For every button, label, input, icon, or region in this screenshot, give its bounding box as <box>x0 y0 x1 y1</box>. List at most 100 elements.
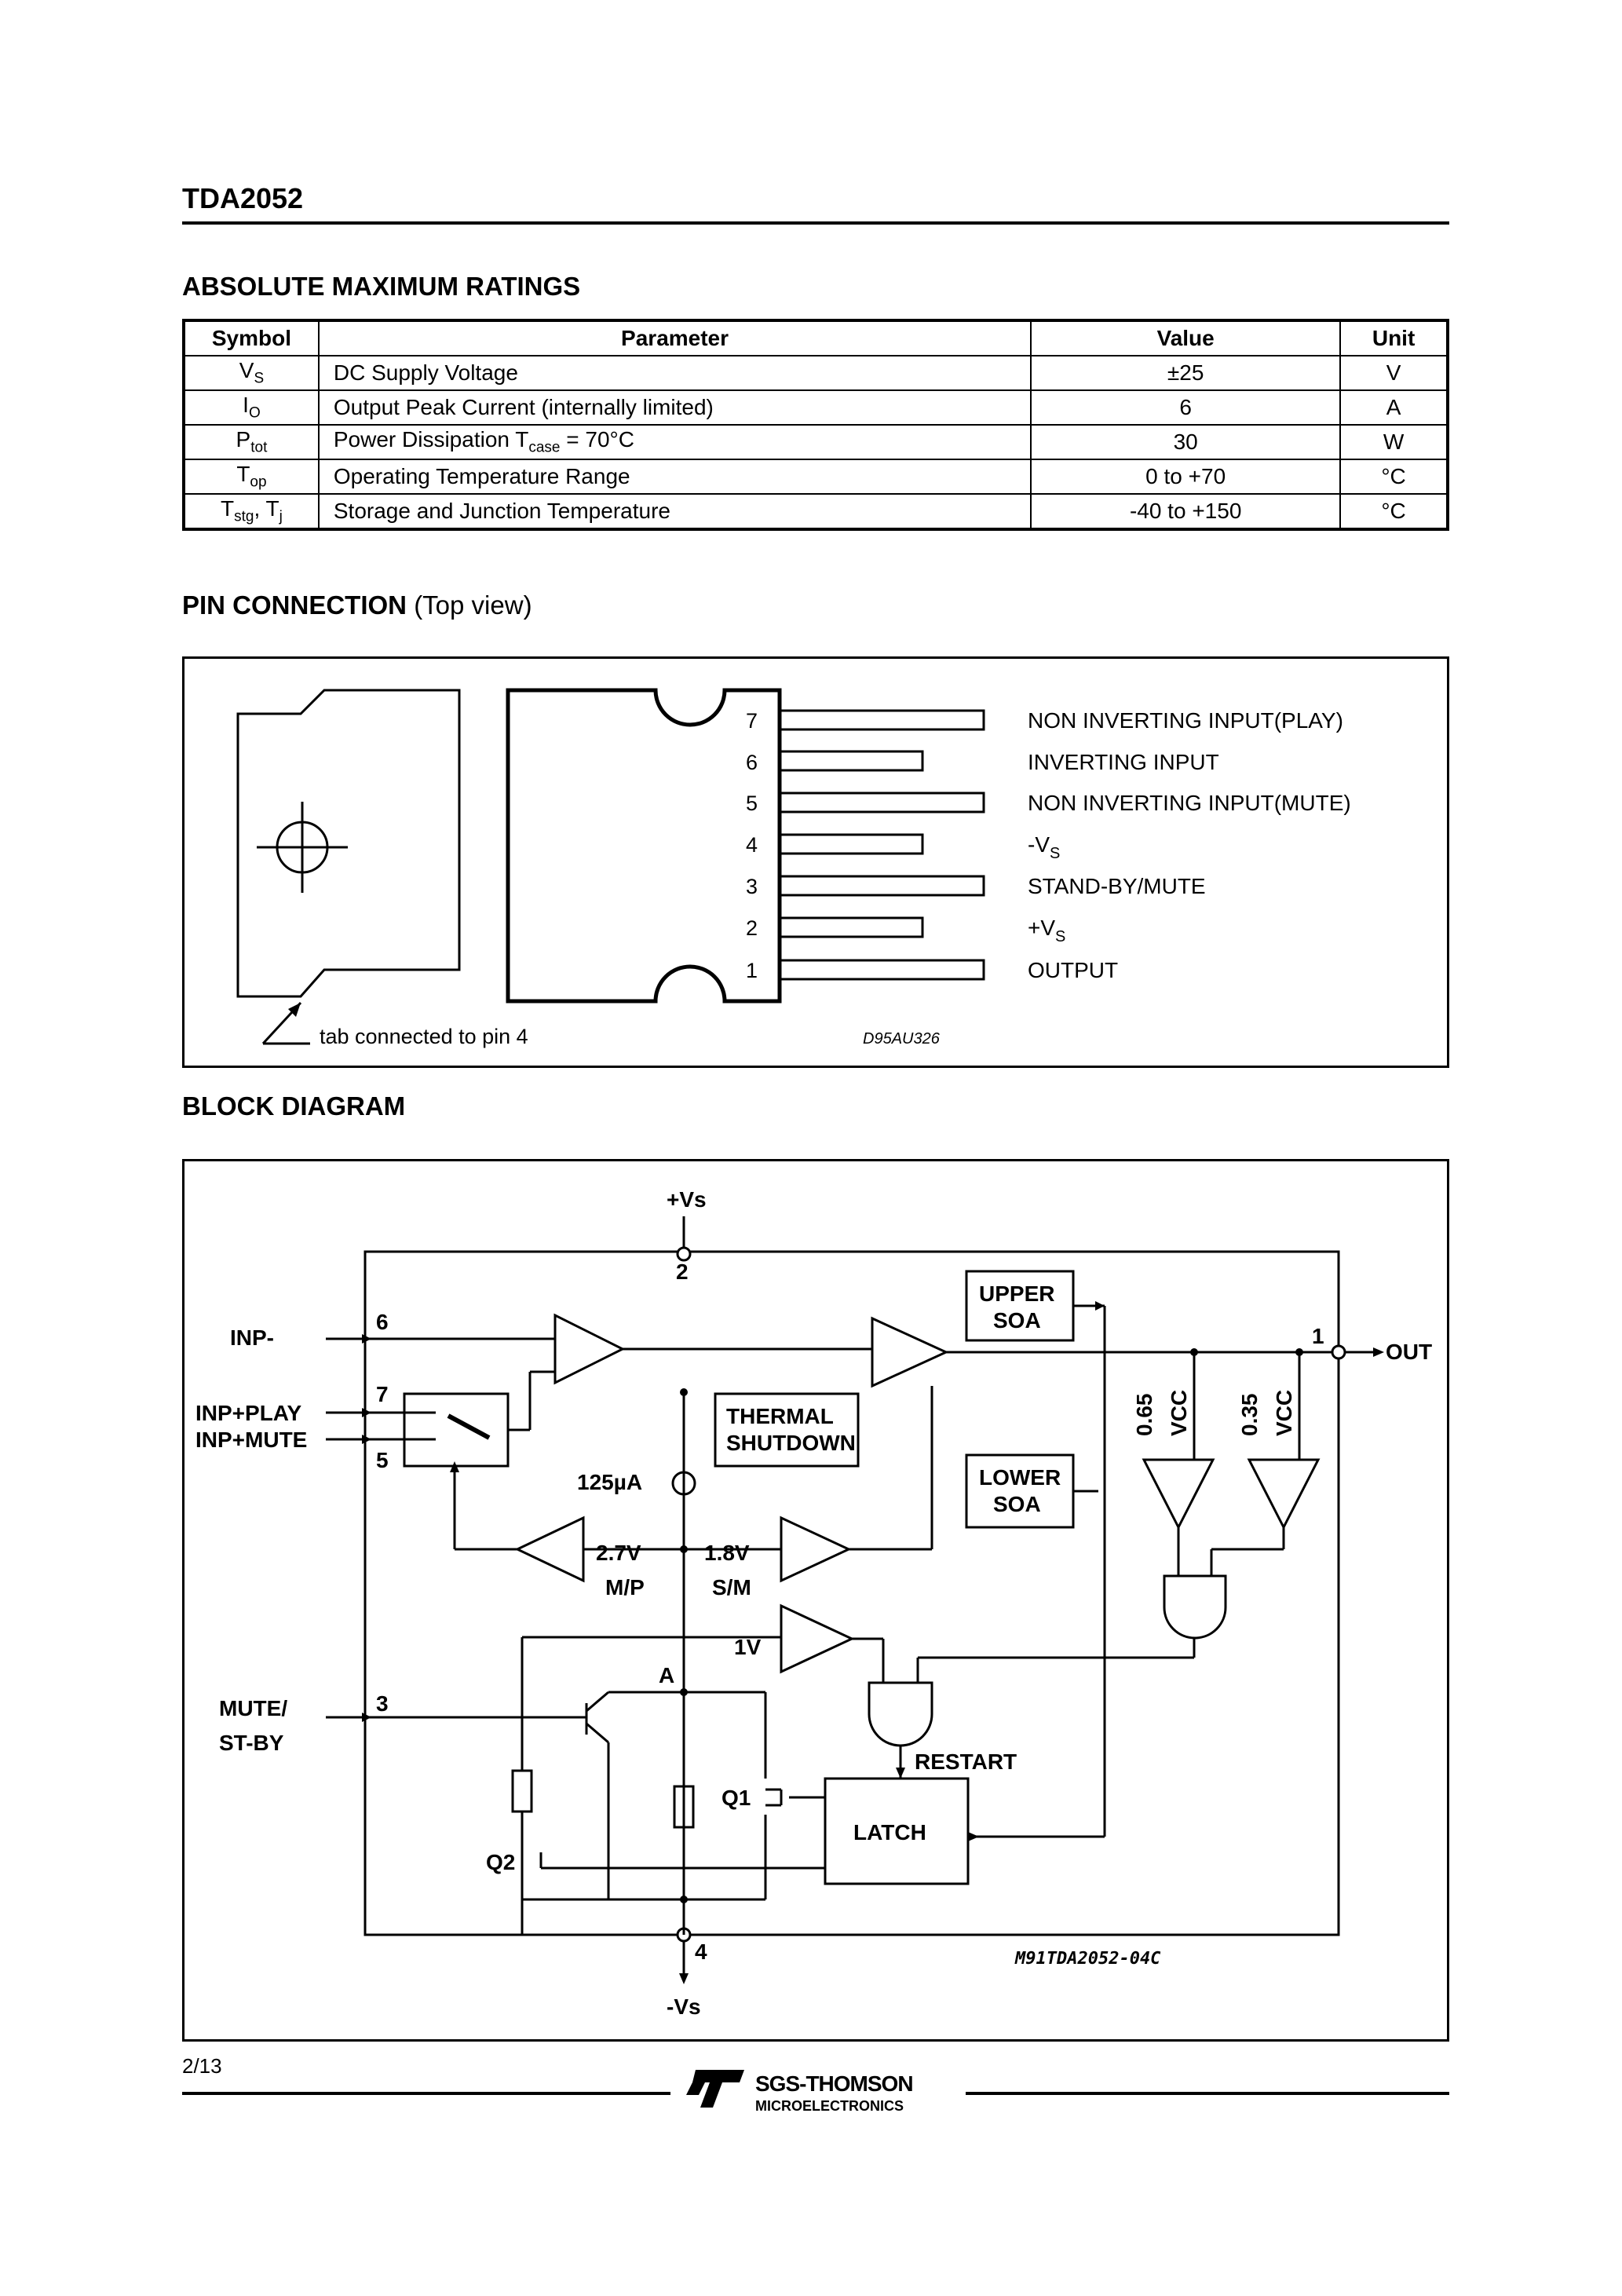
pin-number: 6 <box>746 751 758 774</box>
parameter-cell: Output Peak Current (internally limited) <box>317 389 1032 426</box>
pin-number: 2 <box>746 916 758 940</box>
package-body-outline <box>506 688 782 1004</box>
supply-neg-label: -Vs <box>667 1994 701 2019</box>
pin-label: STAND-BY/MUTE <box>1028 874 1206 898</box>
out-label: OUT <box>1386 1340 1432 1364</box>
parameter-cell: DC Supply Voltage <box>317 355 1032 391</box>
restart-label: RESTART <box>915 1749 1017 1774</box>
threshold-label: S/M <box>712 1575 751 1600</box>
pin-label: 3 <box>376 1691 389 1716</box>
pin-connection-diagram: 7 6 5 4 3 2 1 NON INVERTING INPUT(PLAY) … <box>236 688 1351 1048</box>
upper-soa-label: UPPER <box>979 1281 1054 1306</box>
comparator-035-triangle <box>1247 1458 1321 1530</box>
pin-label: 4 <box>695 1940 707 1964</box>
input-switch-box <box>403 1392 510 1468</box>
pin-label: 6 <box>376 1310 389 1334</box>
pin-label: 2 <box>676 1260 689 1284</box>
column-header: Value <box>1030 320 1342 356</box>
header-divider <box>182 221 1449 225</box>
value-cell: 30 <box>1030 424 1342 460</box>
pin-label: NON INVERTING INPUT(MUTE) <box>1028 791 1351 815</box>
lower-soa-label: SOA <box>993 1492 1041 1516</box>
vcc-label: VCC <box>1272 1390 1296 1436</box>
part-number: TDA2052 <box>182 182 304 214</box>
pin-lead <box>778 916 924 938</box>
transistor-label: Q1 <box>721 1786 751 1810</box>
and-gate-right <box>1163 1574 1227 1640</box>
parameter-cell: Power Dissipation Tcase = 70°C <box>317 424 1032 460</box>
and-gate-middle <box>868 1681 933 1747</box>
value-cell: -40 to +150 <box>1030 493 1342 530</box>
symbol-cell: Tstg, Tj <box>183 493 320 530</box>
comparator-065-triangle <box>1142 1458 1215 1530</box>
pin-label: 1 <box>1312 1324 1324 1348</box>
standby-label: ST-BY <box>219 1731 284 1755</box>
threshold-label: M/P <box>605 1575 645 1600</box>
transistor-label: Q2 <box>486 1850 515 1874</box>
footer-divider <box>966 2092 1449 2095</box>
threshold-label: 0.65 <box>1132 1394 1156 1437</box>
latch-label: LATCH <box>853 1820 926 1844</box>
pin-number: 1 <box>746 959 758 982</box>
pin-number: 5 <box>746 792 758 815</box>
pin-lead <box>778 959 985 981</box>
symbol-cell: VS <box>183 355 320 391</box>
tab-note: tab connected to pin 4 <box>320 1025 528 1048</box>
resistor-middle <box>673 1785 695 1829</box>
mp-comparator-triangle <box>514 1515 585 1583</box>
resistor-left <box>511 1769 533 1813</box>
block-diagram: +Vs 2 -Vs 4 INP- 6 INP+PLAY 7 INP+MUTE 5… <box>195 1187 1432 2019</box>
current-label: 125µA <box>577 1470 642 1494</box>
threshold-label: 1V <box>734 1635 762 1659</box>
symbol-cell: Ptot <box>183 424 320 460</box>
table-row: Tstg, Tj Storage and Junction Temperatur… <box>183 493 1448 530</box>
symbol-cell: IO <box>183 389 320 426</box>
vcc-label: VCC <box>1167 1390 1191 1436</box>
sm-comparator-triangle <box>780 1515 852 1583</box>
drawing-code: D95AU326 <box>863 1030 941 1047</box>
die-outline <box>363 1250 1340 1936</box>
upper-soa-label: SOA <box>993 1308 1041 1333</box>
table-row: VS DC Supply Voltage ±25 V <box>183 355 1448 391</box>
pin-number: 7 <box>746 709 758 733</box>
pin-lead <box>778 833 924 855</box>
drawing-code: M91TDA2052-04C <box>1014 1949 1161 1969</box>
threshold-label: 0.35 <box>1237 1394 1262 1437</box>
inp-mute-label: INP+MUTE <box>195 1428 307 1452</box>
parameter-cell: Operating Temperature Range <box>317 459 1032 495</box>
table-row: Top Operating Temperature Range 0 to +70… <box>183 459 1448 495</box>
value-cell: 0 to +70 <box>1030 459 1342 495</box>
pin-lead <box>778 792 985 813</box>
unit-cell: V <box>1339 355 1448 391</box>
mute-label: MUTE/ <box>219 1696 287 1720</box>
table-row: IO Output Peak Current (internally limit… <box>183 389 1448 426</box>
latch-box <box>824 1777 970 1885</box>
pin-label: -VS <box>1028 832 1060 862</box>
column-header: Unit <box>1339 320 1448 356</box>
comparator-1v-triangle <box>780 1603 855 1674</box>
unit-cell: °C <box>1339 493 1448 530</box>
thermal-label: SHUTDOWN <box>726 1431 856 1455</box>
footer-divider <box>182 2092 670 2095</box>
pin-number: 4 <box>746 833 758 857</box>
ratings-table: Symbol Parameter Value Unit VS DC Supply… <box>182 319 1449 531</box>
block-diagram-title: BLOCK DIAGRAM <box>182 1091 406 1121</box>
block-diagram-frame: +Vs 2 -Vs 4 INP- 6 INP+PLAY 7 INP+MUTE 5… <box>182 1159 1449 2042</box>
value-cell: ±25 <box>1030 355 1342 391</box>
ratings-title: ABSOLUTE MAXIMUM RATINGS <box>182 272 581 301</box>
inp-minus-label: INP- <box>230 1325 274 1350</box>
pin-lead <box>778 750 924 772</box>
pin-label: OUTPUT <box>1028 958 1118 982</box>
table-header-row: Symbol Parameter Value Unit <box>183 320 1448 356</box>
unit-cell: A <box>1339 389 1448 426</box>
preamp-triangle <box>553 1313 626 1385</box>
power-amp-triangle <box>871 1316 949 1388</box>
pin-lead <box>778 709 985 731</box>
parameter-cell: Storage and Junction Temperature <box>317 493 1032 530</box>
st-logo-icon <box>686 2070 744 2108</box>
pin-label: 7 <box>376 1382 389 1406</box>
table-row: Ptot Power Dissipation Tcase = 70°C 30 W <box>183 424 1448 460</box>
pin-lead <box>778 875 985 897</box>
column-header: Symbol <box>183 320 320 356</box>
company-name: SGS-THOMSON <box>755 2071 914 2096</box>
